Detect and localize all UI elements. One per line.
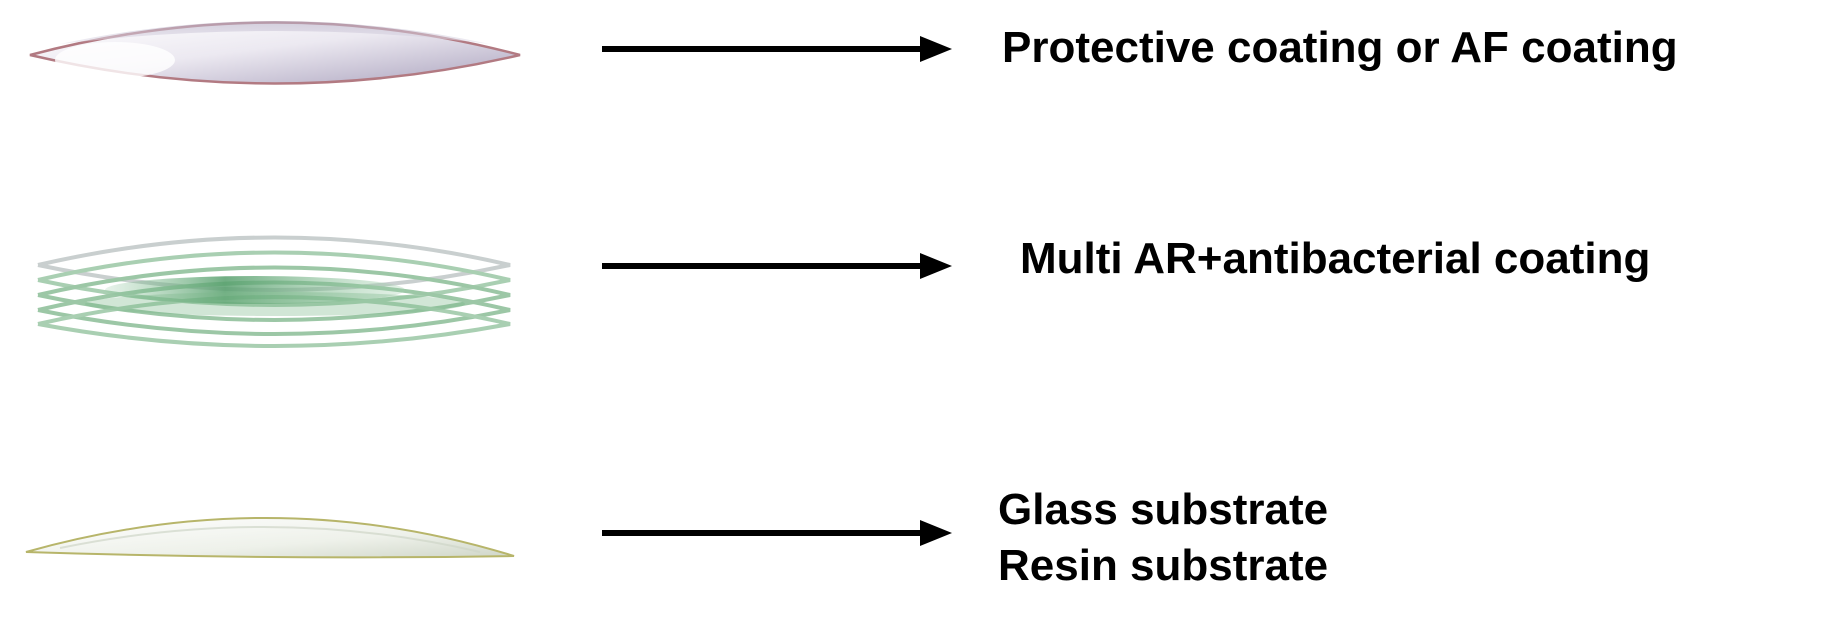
layer-label-line: Protective coating or AF coating [1002,23,1678,72]
layer-label-line: Resin substrate [998,541,1329,590]
layer-label-substrate: Glass substrate Resin substrate [998,482,1328,594]
arrow-right-icon [602,253,952,279]
layer-label-line: Glass substrate [998,485,1329,534]
coating-stack-icon [37,235,511,348]
layer-label-multi-ar: Multi AR+antibacterial coating [1020,231,1650,287]
layer-label-protective: Protective coating or AF coating [1002,20,1678,76]
protective-lens-icon [29,21,521,85]
arrow-right-icon [602,36,952,62]
substrate-lens-icon [25,516,515,559]
arrow-right-icon [602,520,952,546]
layer-label-line: Multi AR+antibacterial coating [1020,234,1651,283]
